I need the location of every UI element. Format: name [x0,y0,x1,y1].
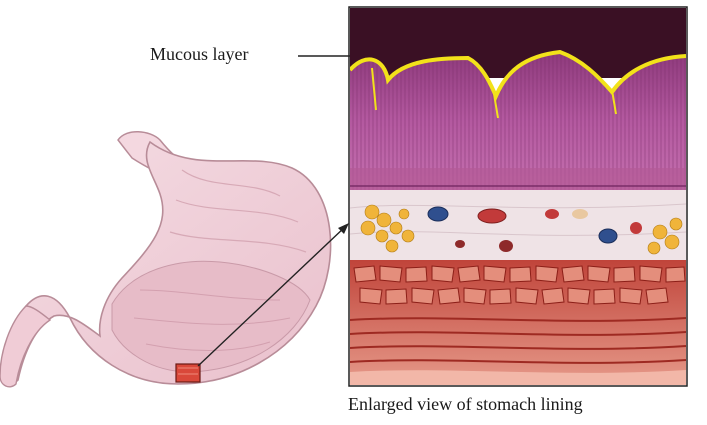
mucous-layer-label: Mucous layer [150,44,248,65]
zoom-marker-square [176,364,200,382]
stomach-illustration [0,132,331,387]
diagram-caption: Enlarged view of stomach lining [348,394,583,415]
tissue-cross-section [350,8,686,385]
